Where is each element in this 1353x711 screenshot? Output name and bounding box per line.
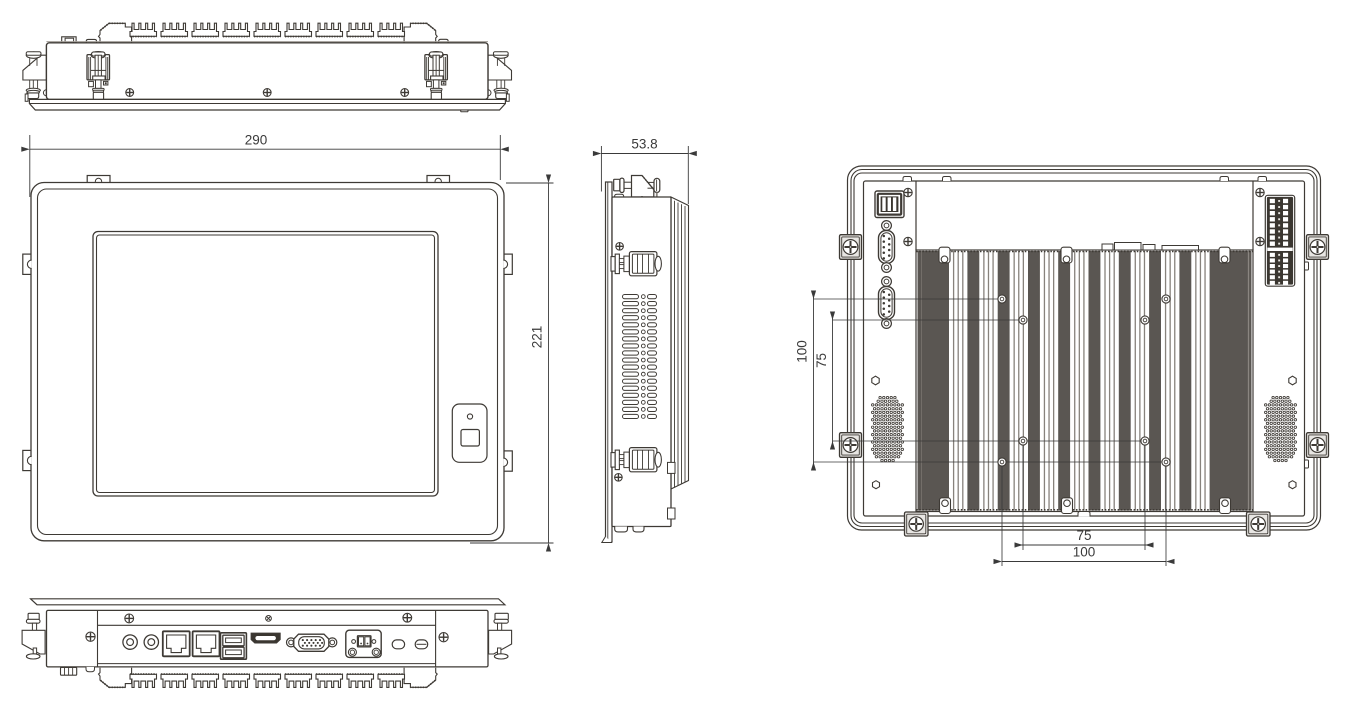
- svg-text:75: 75: [1076, 528, 1091, 543]
- svg-text:221: 221: [530, 326, 545, 349]
- svg-text:100: 100: [795, 340, 810, 363]
- svg-text:290: 290: [245, 133, 268, 148]
- svg-text:75: 75: [814, 353, 829, 368]
- svg-text:53.8: 53.8: [631, 137, 657, 152]
- svg-text:100: 100: [1073, 545, 1096, 560]
